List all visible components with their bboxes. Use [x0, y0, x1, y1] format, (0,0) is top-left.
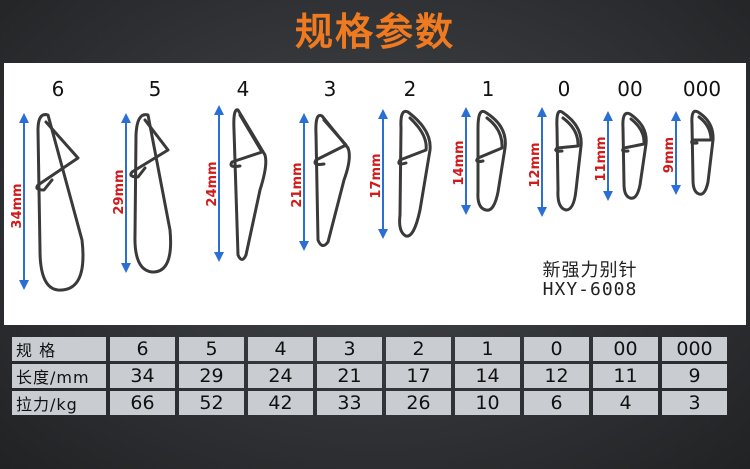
snap-pin-00 [621, 111, 648, 200]
snap-pin-000 [690, 109, 715, 196]
table-cell: 3 [317, 337, 382, 361]
table-cell: 6 [110, 337, 175, 361]
table-cell: 2 [386, 337, 451, 361]
table-cell: 5 [179, 337, 244, 361]
table-cell: 26 [386, 391, 451, 415]
row-header: 拉力/kg [12, 391, 106, 415]
table-cell: 4 [248, 337, 313, 361]
table-cell: 4 [593, 391, 658, 415]
size-label: 5 [148, 77, 162, 101]
page-title: 规格参数 [294, 10, 455, 54]
table-cell: 33 [317, 391, 382, 415]
snap-pin-0 [554, 109, 583, 212]
table-cell: 00 [593, 337, 658, 361]
row-header: 长度/mm [12, 364, 106, 388]
snap-pin-5 [129, 113, 173, 274]
length-label: 14mm [452, 140, 467, 186]
size-label: 00 [617, 77, 643, 101]
table-cell: 66 [110, 391, 175, 415]
table-cell: 10 [455, 391, 520, 415]
table-cell: 21 [317, 364, 382, 388]
length-label: 21mm [290, 162, 305, 208]
table-cell: 3 [662, 391, 727, 415]
size-label: 6 [51, 77, 65, 101]
table-cell: 11 [593, 364, 658, 388]
table-cell: 52 [179, 391, 244, 415]
table-row: 长度/mm 34 29 24 21 17 14 12 11 9 [12, 364, 727, 388]
product-name: 新强力别针 [542, 260, 638, 281]
table-cell: 12 [524, 364, 589, 388]
table-cell: 24 [248, 364, 313, 388]
snap-pin-3 [313, 113, 351, 247]
size-label: 3 [323, 77, 337, 101]
table-cell: 17 [386, 364, 451, 388]
snap-pin-6 [35, 113, 85, 292]
table-cell: 6 [524, 391, 589, 415]
table-cell: 14 [455, 364, 520, 388]
length-label: 12mm [528, 142, 543, 188]
snap-pin-1 [475, 109, 507, 212]
table-cell: 1 [455, 337, 520, 361]
size-label: 1 [481, 77, 495, 101]
table-cell: 34 [110, 364, 175, 388]
row-header: 规 格 [12, 337, 106, 361]
table-cell: 0 [524, 337, 589, 361]
spec-table: 规 格 6 5 4 3 2 1 0 00 000 长度/mm 34 29 24 … [8, 334, 731, 418]
size-label: 0 [557, 77, 571, 101]
size-label: 000 [682, 77, 722, 101]
length-label: 24mm [205, 161, 220, 207]
table-cell: 9 [662, 364, 727, 388]
table-row: 拉力/kg 66 52 42 33 26 10 6 4 3 [12, 391, 727, 415]
length-label: 34mm [10, 183, 25, 229]
size-label: 2 [403, 77, 417, 101]
snap-pin-2 [397, 109, 432, 238]
snap-pin-4 [229, 108, 268, 261]
product-code: HXY-6008 [542, 279, 638, 300]
length-label: 17mm [369, 153, 384, 199]
table-row: 规 格 6 5 4 3 2 1 0 00 000 [12, 337, 727, 361]
length-label: 9mm [662, 136, 677, 174]
table-cell: 29 [179, 364, 244, 388]
table-cell: 42 [248, 391, 313, 415]
length-label: 11mm [594, 136, 609, 182]
length-label: 29mm [112, 169, 127, 215]
size-label: 4 [236, 77, 250, 101]
table-cell: 000 [662, 337, 727, 361]
